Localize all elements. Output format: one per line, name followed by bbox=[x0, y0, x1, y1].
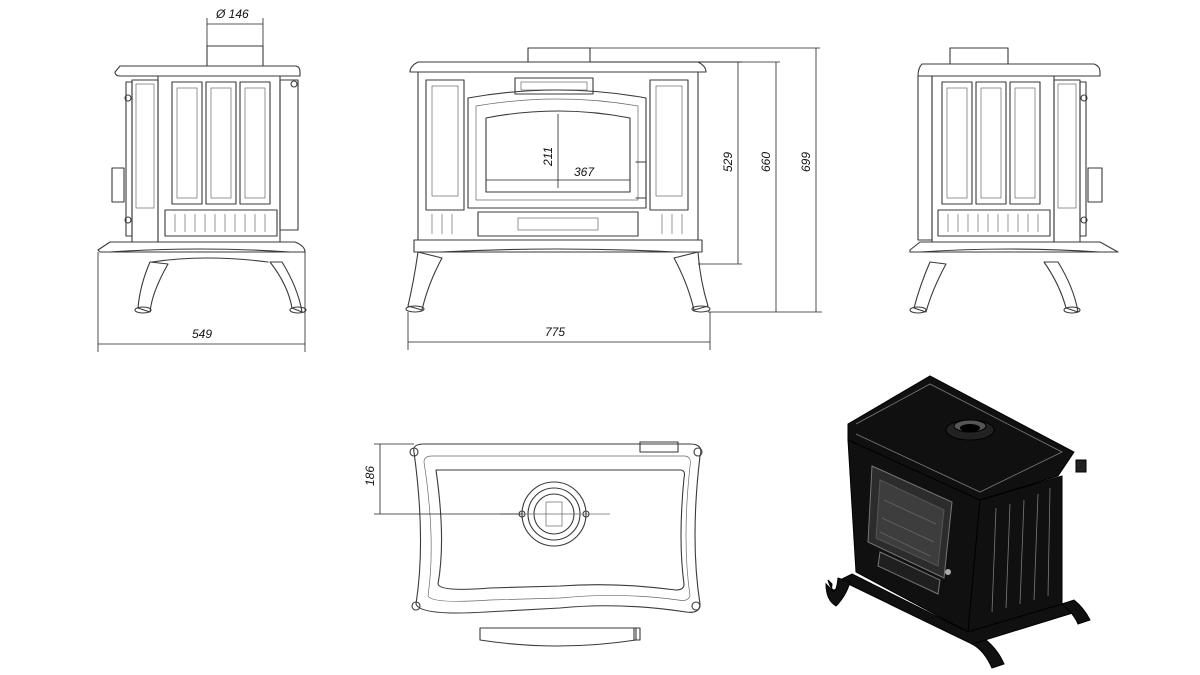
isometric-render bbox=[825, 375, 1091, 669]
height-dimensions: 529 660 699 bbox=[590, 47, 822, 313]
height-to-flue-base-label: 660 bbox=[759, 152, 773, 172]
top-view bbox=[409, 441, 703, 647]
door-opening-width-label: 367 bbox=[574, 165, 595, 179]
door-opening-dimensions: 211 367 bbox=[486, 114, 630, 188]
door-opening-height-label: 211 bbox=[541, 147, 555, 167]
overall-height-label: 699 bbox=[799, 152, 813, 172]
left-side-view bbox=[97, 45, 307, 314]
flue-diameter-dimension: Ø 146 bbox=[206, 7, 264, 46]
front-width-label: 775 bbox=[545, 325, 565, 339]
flue-offset-dimension: 186 bbox=[363, 443, 522, 515]
height-to-top-label: 529 bbox=[721, 152, 735, 172]
side-depth-label: 549 bbox=[192, 327, 212, 341]
flue-offset-label: 186 bbox=[363, 466, 377, 486]
front-width-dimension: 775 bbox=[407, 312, 711, 350]
front-view bbox=[405, 47, 711, 313]
flue-diameter-label: Ø 146 bbox=[215, 7, 249, 21]
side-depth-dimension: 549 bbox=[97, 252, 306, 352]
right-side-view bbox=[909, 47, 1119, 314]
